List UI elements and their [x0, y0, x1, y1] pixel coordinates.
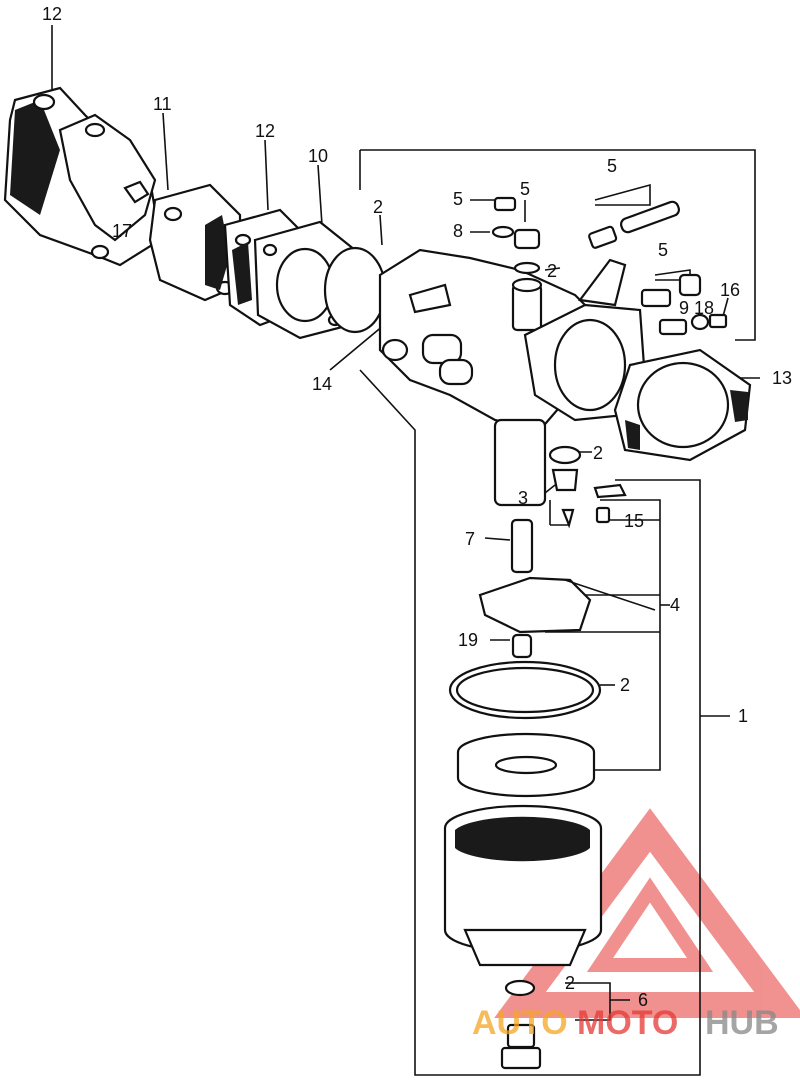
callout-5: 5	[453, 189, 463, 209]
gasket-13	[613, 348, 752, 462]
callout-16: 16	[720, 280, 740, 300]
callout-9: 9	[679, 298, 689, 318]
callout-13: 13	[772, 368, 792, 388]
o-ring	[323, 246, 387, 334]
callout-12: 12	[255, 121, 275, 141]
callout-2: 2	[373, 197, 383, 217]
callout-4: 4	[670, 595, 680, 615]
callout-labels: 12 11 12 10 17 2 5 5 5 5 8 2 9 18 16 13 …	[42, 4, 792, 1010]
callout-19: 19	[458, 630, 478, 650]
watermark-text: AUTO MOTO HUB	[472, 1004, 779, 1042]
callout-2: 2	[565, 973, 575, 993]
callout-1: 1	[738, 706, 748, 726]
callout-11: 11	[153, 94, 172, 114]
callout-5: 5	[607, 156, 617, 176]
callout-2: 2	[593, 443, 603, 463]
callout-7: 7	[465, 529, 475, 549]
callout-18: 18	[694, 298, 714, 318]
callout-3: 3	[518, 488, 528, 508]
callout-15: 15	[624, 511, 644, 531]
watermark-moto: MOTO	[577, 1004, 678, 1042]
callout-2: 2	[547, 261, 557, 281]
watermark-auto: AUTO	[472, 1004, 568, 1042]
callout-14: 14	[312, 374, 332, 394]
callout-10: 10	[308, 146, 328, 166]
callout-8: 8	[453, 221, 463, 241]
callout-5: 5	[520, 179, 530, 199]
screws-top	[491, 196, 728, 336]
callout-6: 6	[638, 990, 648, 1010]
assembly-frame	[359, 149, 756, 1076]
callout-12: 12	[42, 4, 62, 24]
watermark-hub: HUB	[705, 1004, 779, 1042]
callout-5: 5	[658, 240, 668, 260]
float-chamber-parts	[443, 445, 656, 1070]
intake-pipe	[3, 86, 162, 267]
carburetor-body	[378, 248, 647, 507]
callout-2: 2	[620, 675, 630, 695]
callout-17: 17	[112, 221, 132, 241]
